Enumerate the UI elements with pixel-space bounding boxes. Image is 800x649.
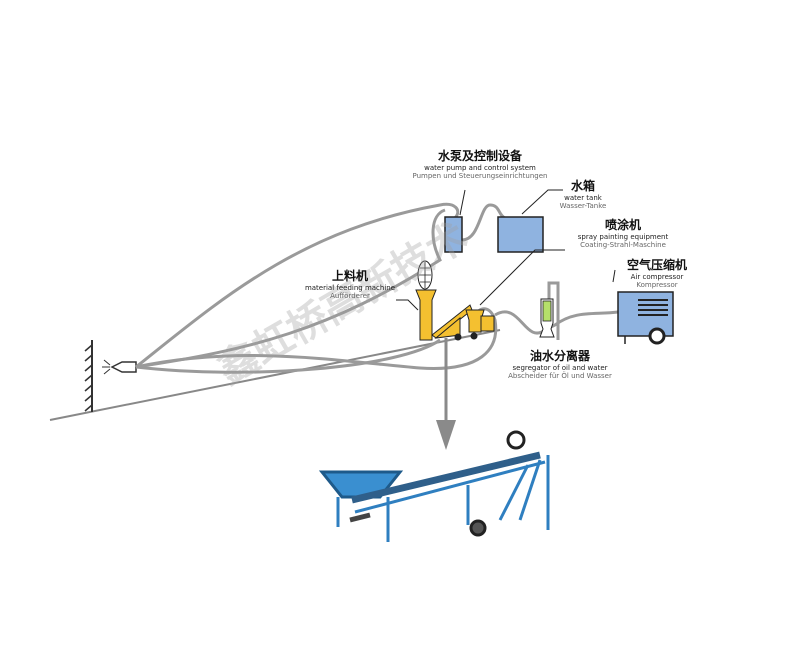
spray-machine (465, 309, 495, 340)
water-pump-box (444, 216, 463, 253)
hoses (135, 202, 619, 374)
label-material-feeder: 上料机 material feeding machine Aufförderer (304, 269, 396, 300)
label-air-compressor: 空气压缩机 Air compressor Kompressor (626, 258, 687, 289)
conveyor-machine-photo (318, 430, 550, 542)
wall (84, 340, 93, 412)
leader-lines (396, 189, 616, 311)
label-spray-machine: 喷涂机 spray painting equipment Coating-Str… (577, 218, 669, 249)
spray-nozzle (102, 359, 137, 375)
material-feeder (415, 260, 473, 341)
air-compressor (617, 291, 674, 345)
label-water-pump: 水泵及控制设备 water pump and control system Pu… (412, 149, 548, 180)
water-tank-box (497, 216, 544, 253)
oil-water-separator (539, 298, 555, 338)
label-oil-water-separator: 油水分离器 segregator of oil and water Absche… (508, 349, 612, 380)
ground-line (49, 329, 501, 421)
label-water-tank: 水箱 water tank Wasser-Tanke (559, 179, 607, 210)
down-arrow (436, 338, 456, 450)
